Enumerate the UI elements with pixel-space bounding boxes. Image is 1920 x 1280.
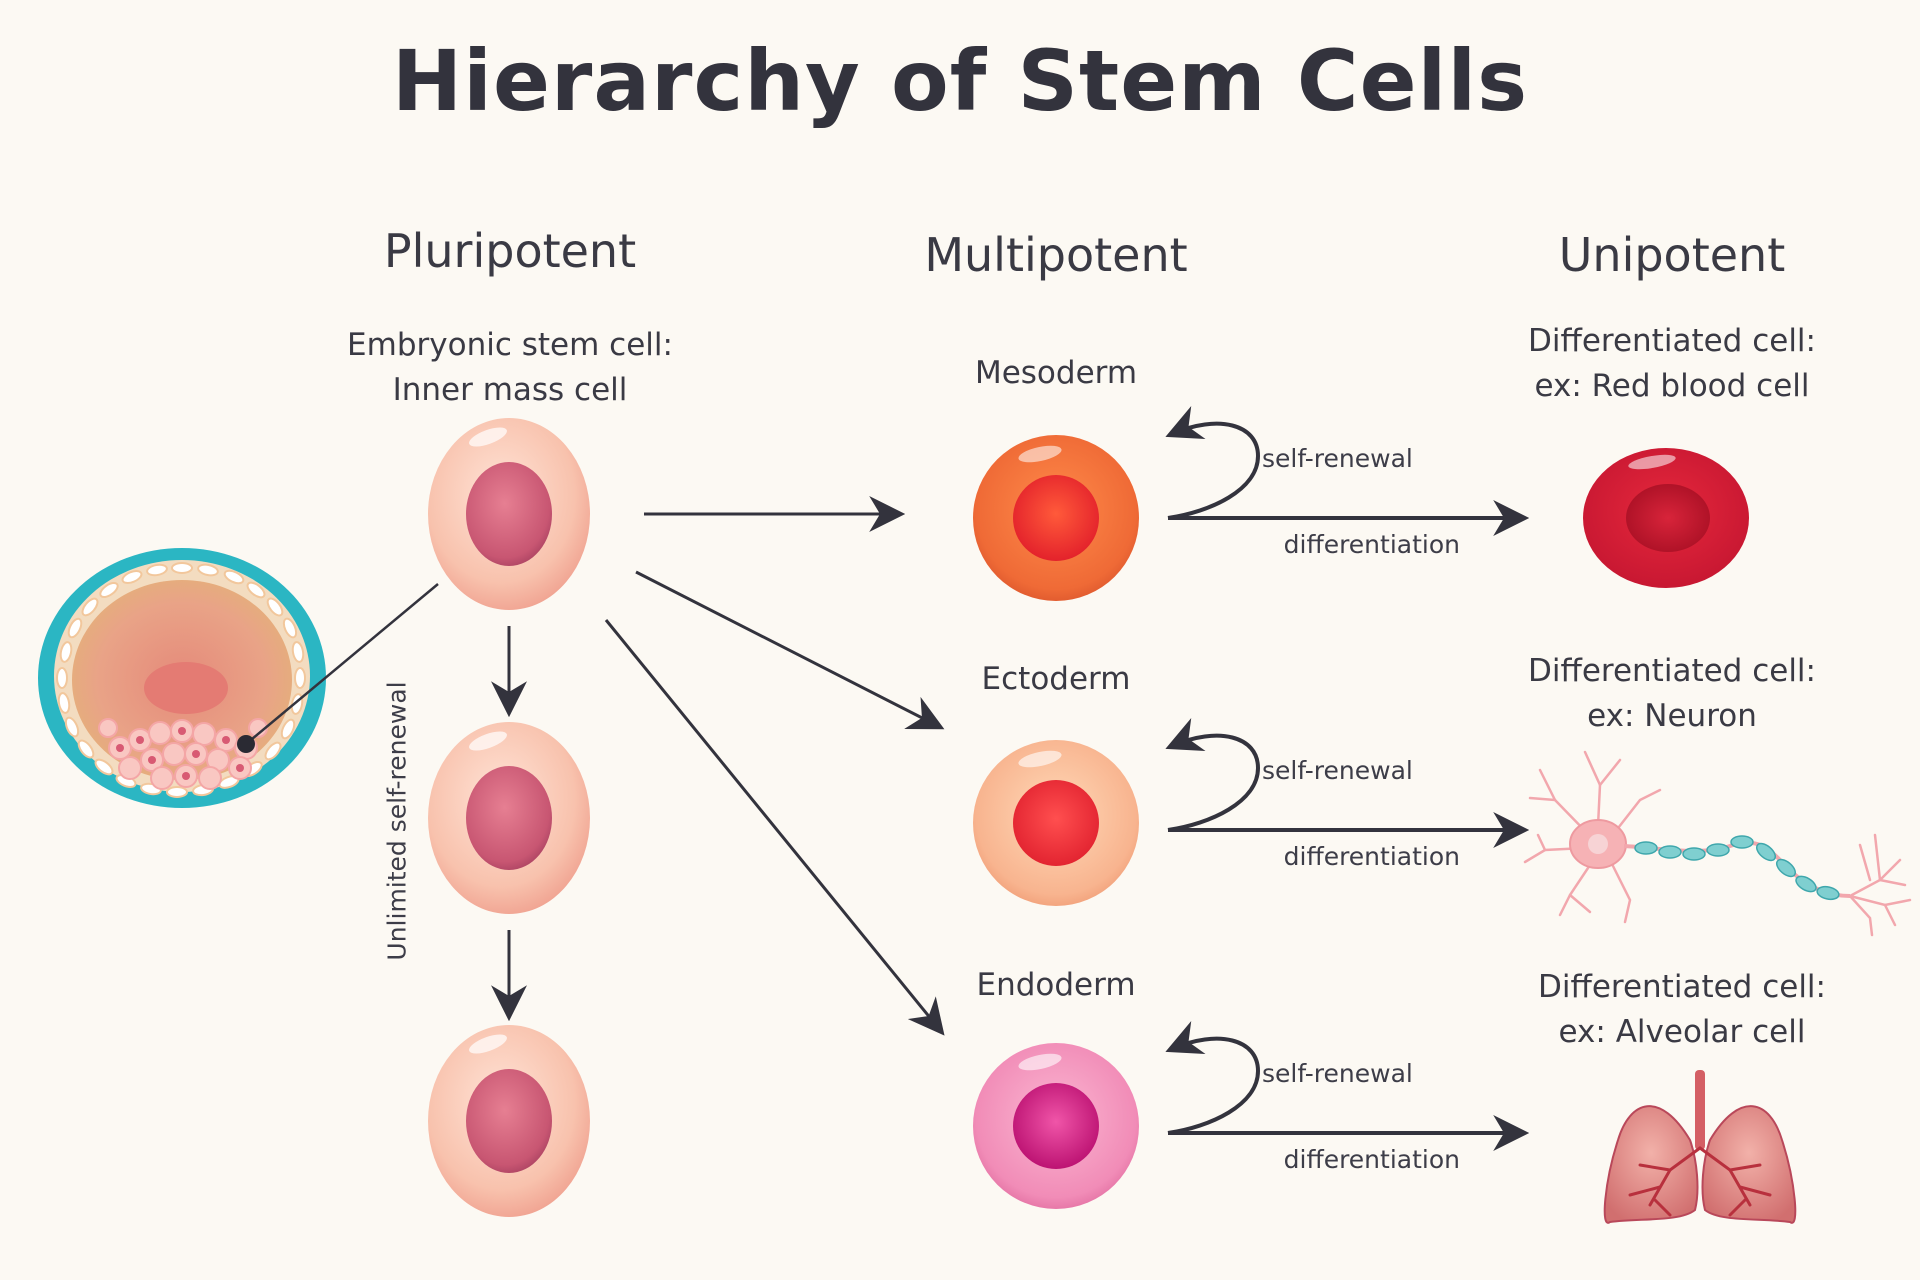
endoderm-arrows: [1165, 1021, 1530, 1151]
pointer-dot: [237, 735, 255, 753]
endoderm-self-renewal-label: self-renewal: [1262, 1059, 1413, 1088]
blastocyst-illustration: [38, 548, 326, 808]
red-blood-cell-label-line1: Differentiated cell:: [1527, 323, 1816, 359]
neuron-label-line2: ex: Neuron: [1587, 698, 1757, 734]
alveolar-cell-label-line1: Differentiated cell:: [1537, 969, 1826, 1005]
mesoderm-self-renewal-label: self-renewal: [1262, 444, 1413, 473]
endoderm-differentiation-label: differentiation: [1283, 1145, 1460, 1174]
endoderm-label: Endoderm: [976, 967, 1136, 1003]
pointer-line: [245, 583, 439, 745]
self-renewal-cell-2: [428, 1025, 590, 1217]
neuron-illustration: [1523, 750, 1912, 937]
ectoderm-differentiation-label: differentiation: [1283, 842, 1460, 871]
mesoderm-arrows: [1165, 406, 1530, 536]
red-blood-cell-label-line2: ex: Red blood cell: [1534, 368, 1810, 404]
ectoderm-cell: [973, 740, 1139, 906]
column-heading-pluripotent: Pluripotent: [383, 224, 637, 278]
red-blood-cell: [1583, 448, 1749, 588]
column-heading-unipotent: Unipotent: [1558, 228, 1786, 282]
ectoderm-label: Ectoderm: [981, 661, 1131, 697]
mesoderm-differentiation-label: differentiation: [1283, 530, 1460, 559]
arrow-to-endoderm: [604, 619, 945, 1036]
arrow-to-ectoderm: [635, 570, 945, 730]
embryonic-label-line1: Embryonic stem cell:: [347, 327, 673, 363]
mesoderm-label: Mesoderm: [974, 355, 1138, 391]
lungs-illustration: [1603, 1070, 1797, 1224]
neuron-label-line1: Differentiated cell:: [1527, 653, 1816, 689]
column-heading-multipotent: Multipotent: [924, 228, 1188, 282]
mesoderm-cell: [973, 435, 1139, 601]
ectoderm-self-renewal-label: self-renewal: [1262, 756, 1413, 785]
alveolar-cell-label-line2: ex: Alveolar cell: [1558, 1014, 1806, 1050]
embryonic-stem-cell: [428, 418, 590, 610]
embryonic-label-line2: Inner mass cell: [392, 372, 628, 408]
page-title: Hierarchy of Stem Cells: [391, 32, 1529, 130]
ectoderm-arrows: [1165, 718, 1530, 848]
self-renewal-cell-1: [428, 722, 590, 914]
endoderm-cell: [973, 1043, 1139, 1209]
